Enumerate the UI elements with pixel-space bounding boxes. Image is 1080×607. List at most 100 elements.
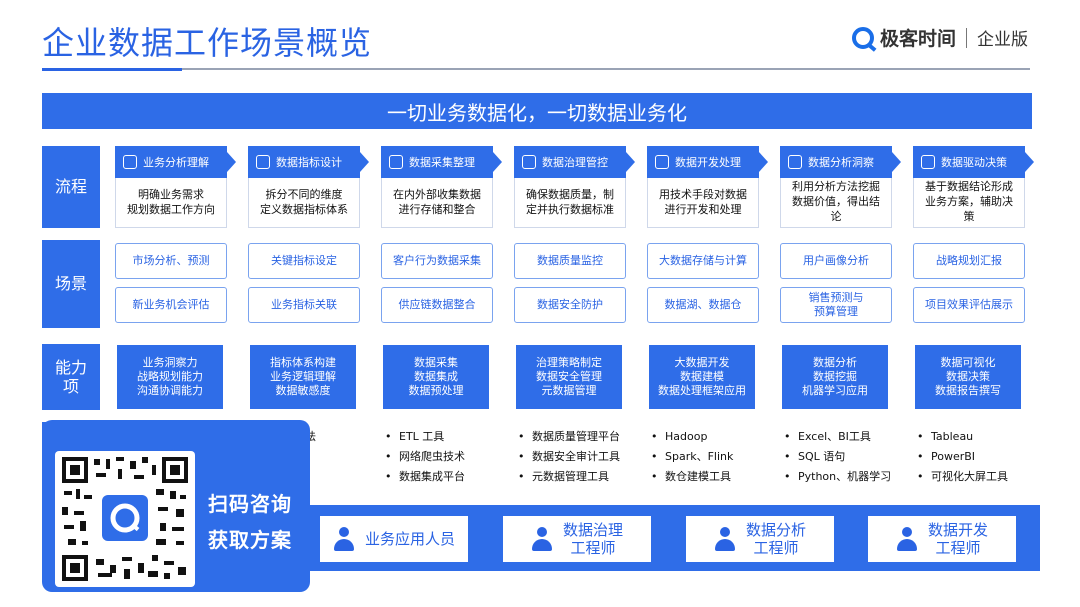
scene-card[interactable]: 市场分析、预测: [115, 243, 227, 279]
step-title: 数据驱动决策: [941, 156, 1007, 169]
tool-item: 数据集成平台: [385, 467, 509, 487]
person-head: [338, 527, 349, 537]
step-description: 用技术手段对数据进行开发和处理: [647, 178, 759, 228]
role-card[interactable]: 数据开发工程师: [868, 516, 1016, 562]
person-head: [719, 527, 730, 537]
brand-logo: 极客时间 企业版: [852, 24, 1028, 51]
capability-item: 大数据开发: [674, 355, 730, 369]
row-label-capability: 能力项: [42, 344, 100, 410]
tool-item: Spark、Flink: [651, 447, 775, 467]
tool-item: ETL 工具: [385, 427, 509, 447]
capability-item: 数据分析: [813, 355, 857, 369]
step-arrow-icon: [626, 152, 635, 172]
scene-card[interactable]: 战略规划汇报: [913, 243, 1025, 279]
step-description: 确保数据质量，制定并执行数据标准: [514, 178, 626, 228]
tool-item: PowerBI: [917, 447, 1041, 467]
analysis-icon: [123, 155, 137, 169]
step-title: 业务分析理解: [143, 156, 209, 169]
capability-item: 战略规划能力: [137, 369, 203, 383]
capability-item: 数据报告撰写: [935, 384, 1001, 398]
row-label-scene: 场景: [42, 240, 100, 328]
role-label: 业务应用人员: [364, 530, 455, 548]
tool-item: 数据安全审计工具: [518, 447, 642, 467]
capability-card: 治理策略制定数据安全管理元数据管理: [516, 345, 622, 409]
capability-item: 数据处理框架应用: [658, 384, 746, 398]
capability-item: 元数据管理: [541, 384, 597, 398]
tool-item: Excel、BI工具: [784, 427, 908, 447]
step-header-6[interactable]: 数据分析洞察: [780, 146, 901, 178]
scene-card[interactable]: 供应链数据整合: [381, 287, 493, 323]
capability-item: 数据集成: [414, 369, 458, 383]
scene-card[interactable]: 客户行为数据采集: [381, 243, 493, 279]
qr-code-image[interactable]: [60, 455, 190, 583]
step-arrow-icon: [360, 152, 369, 172]
tool-list: 数据质量管理平台数据安全审计工具元数据管理工具: [518, 427, 642, 487]
person-icon: [333, 527, 355, 551]
tool-item: Hadoop: [651, 427, 775, 447]
person-body: [333, 539, 354, 551]
step-description: 利用分析方法挖掘数据价值，得出结论: [780, 178, 892, 228]
tool-list: Excel、BI工具SQL 语句Python、机器学习: [784, 427, 908, 487]
role-card[interactable]: 数据治理工程师: [503, 516, 651, 562]
brand-subtitle: 企业版: [977, 30, 1029, 50]
role-card[interactable]: 数据分析工程师: [686, 516, 834, 562]
scene-card[interactable]: 用户画像分析: [780, 243, 892, 279]
capability-item: 指标体系构建: [270, 355, 336, 369]
step-header-5[interactable]: 数据开发处理: [647, 146, 768, 178]
capability-card: 数据可视化数据决策数据报告撰写: [915, 345, 1021, 409]
scene-card[interactable]: 关键指标设定: [248, 243, 360, 279]
decision-icon: [921, 155, 935, 169]
scene-card[interactable]: 销售预测与预算管理: [780, 287, 892, 323]
scene-card[interactable]: 数据湖、数据仓: [647, 287, 759, 323]
role-card[interactable]: 业务应用人员: [320, 516, 468, 562]
step-arrow-icon: [892, 152, 901, 172]
role-label: 数据分析工程师: [745, 521, 806, 557]
step-title: 数据分析洞察: [808, 156, 874, 169]
tool-item: Python、机器学习: [784, 467, 908, 487]
person-head: [536, 527, 547, 537]
person-body: [896, 539, 917, 551]
scene-card[interactable]: 数据安全防护: [514, 287, 626, 323]
scene-card[interactable]: 大数据存储与计算: [647, 243, 759, 279]
step-header-4[interactable]: 数据治理管控: [514, 146, 635, 178]
step-arrow-icon: [1025, 152, 1034, 172]
step-header-2[interactable]: 数据指标设计: [248, 146, 369, 178]
brand-name: 极客时间: [880, 28, 957, 50]
step-arrow-icon: [493, 152, 502, 172]
scene-card[interactable]: 新业务机会评估: [115, 287, 227, 323]
step-header-1[interactable]: 业务分析理解: [115, 146, 236, 178]
tool-item: 元数据管理工具: [518, 467, 642, 487]
person-icon: [531, 527, 553, 551]
capability-item: 数据敏感度: [275, 384, 331, 398]
capability-item: 数据预处理: [408, 384, 464, 398]
step-arrow-icon: [759, 152, 768, 172]
person-head: [901, 527, 912, 537]
scene-card[interactable]: 业务指标关联: [248, 287, 360, 323]
capability-item: 数据可视化: [940, 355, 996, 369]
step-header-7[interactable]: 数据驱动决策: [913, 146, 1034, 178]
step-title: 数据治理管控: [542, 156, 608, 169]
governance-icon: [522, 155, 536, 169]
tool-list: HadoopSpark、Flink数仓建模工具: [651, 427, 775, 487]
step-header-3[interactable]: 数据采集整理: [381, 146, 502, 178]
page-title: 企业数据工作场景概览: [42, 24, 373, 62]
capability-card: 业务洞察力战略规划能力沟通协调能力: [117, 345, 223, 409]
scene-card[interactable]: 项目效果评估展示: [913, 287, 1025, 323]
capability-item: 治理策略制定: [536, 355, 602, 369]
person-icon: [896, 527, 918, 551]
step-arrow-icon: [227, 152, 236, 172]
step-description: 明确业务需求规划数据工作方向: [115, 178, 227, 228]
scene-card[interactable]: 数据质量监控: [514, 243, 626, 279]
tool-list: TableauPowerBI可视化大屏工具: [917, 427, 1041, 487]
capability-item: 数据安全管理: [536, 369, 602, 383]
chart-icon: [655, 155, 669, 169]
role-label: 数据开发工程师: [927, 521, 988, 557]
monitor-icon: [788, 155, 802, 169]
geektime-logo-icon: [852, 26, 874, 49]
step-title: 数据指标设计: [276, 156, 342, 169]
tool-item: 网络爬虫技术: [385, 447, 509, 467]
person-icon: [714, 527, 736, 551]
tool-list: ETL 工具网络爬虫技术数据集成平台: [385, 427, 509, 487]
capability-item: 业务逻辑理解: [270, 369, 336, 383]
step-description: 在内外部收集数据进行存储和整合: [381, 178, 493, 228]
